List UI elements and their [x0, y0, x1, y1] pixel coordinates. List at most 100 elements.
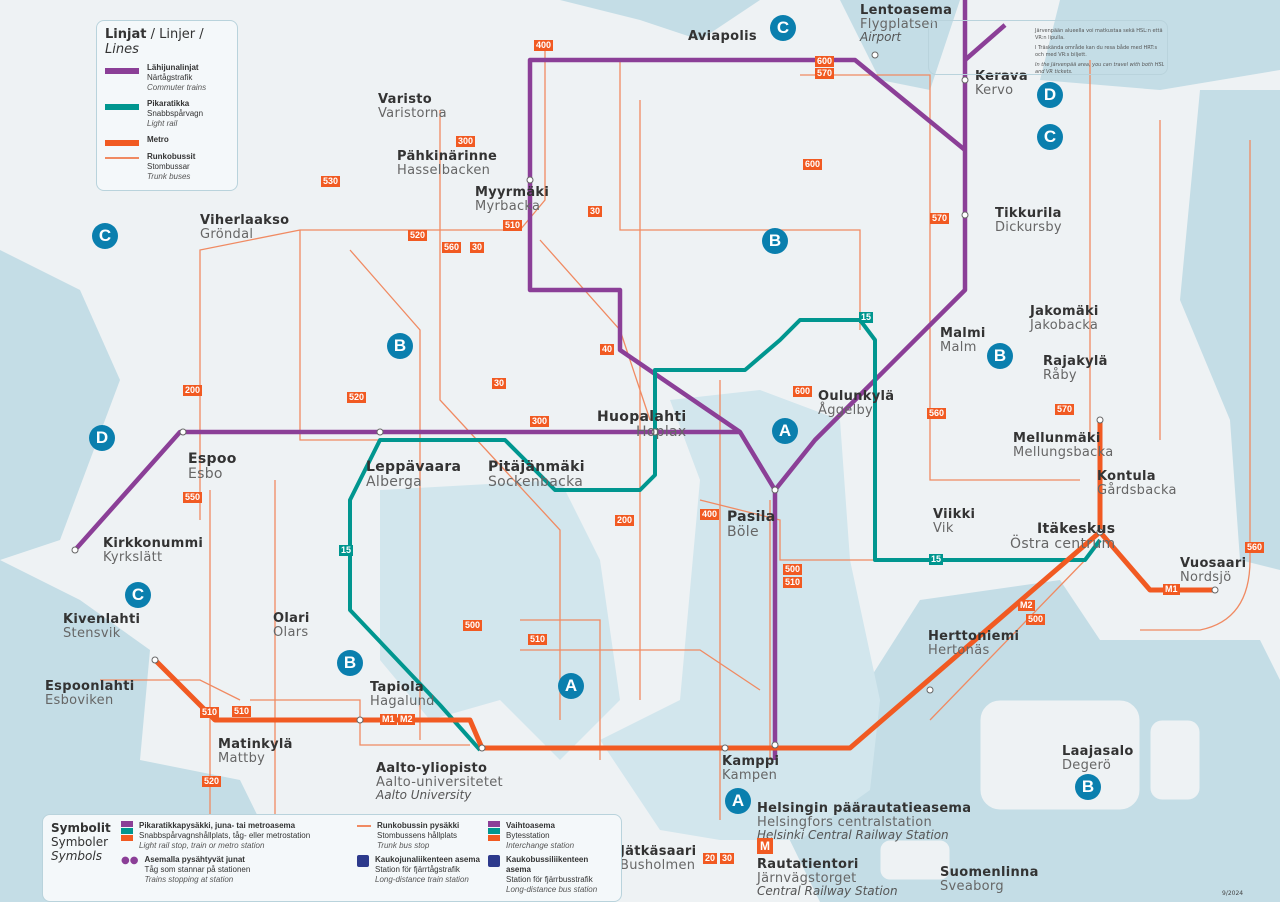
- route-tag[interactable]: 200: [615, 515, 635, 526]
- route-tag[interactable]: 570: [815, 68, 835, 79]
- route-tag[interactable]: 600: [803, 159, 823, 170]
- route-tag[interactable]: 600: [815, 56, 835, 67]
- route-tag[interactable]: 30: [492, 378, 507, 389]
- route-tag[interactable]: 500: [1026, 614, 1046, 625]
- route-tag[interactable]: 300: [530, 416, 550, 427]
- name-sv: Aalto-universitetet: [376, 774, 503, 790]
- ring-rail-line: [527, 57, 967, 434]
- name-fi: Pähkinärinne: [397, 149, 498, 164]
- route-tag[interactable]: 550: [183, 492, 203, 503]
- legend-metro: Metro: [105, 135, 229, 146]
- route-tag[interactable]: 40: [600, 344, 615, 355]
- light-rail-line-tag[interactable]: 15: [339, 545, 354, 556]
- metro-line-tag[interactable]: M1: [1163, 584, 1180, 595]
- route-tag[interactable]: 300: [456, 136, 476, 147]
- name-fi: Tikkurila: [995, 206, 1062, 221]
- route-tag[interactable]: 200: [183, 385, 203, 396]
- label-sv: Tåg som stannar på stationen: [144, 865, 251, 874]
- route-tag[interactable]: 600: [793, 386, 813, 397]
- label-fi: Asemalla pysähtyvät junat: [144, 855, 245, 864]
- route-tag[interactable]: 30: [588, 206, 603, 217]
- route-tag[interactable]: 560: [927, 408, 947, 419]
- long-distance-train-icon: [357, 855, 369, 867]
- name-sv: Nordsjö: [1180, 569, 1232, 585]
- metro-line-tag[interactable]: M2: [398, 714, 415, 725]
- route-tag[interactable]: 520: [347, 392, 367, 403]
- station-dots: [71, 51, 1219, 752]
- route-tag[interactable]: 560: [442, 242, 462, 253]
- route-tag[interactable]: 560: [1245, 542, 1265, 553]
- route-tag[interactable]: 570: [930, 213, 950, 224]
- route-tag[interactable]: 510: [200, 707, 220, 718]
- route-tag[interactable]: 30: [470, 242, 485, 253]
- name-sv: Sockenbacka: [488, 473, 584, 490]
- name-fi: Malmi: [940, 326, 986, 341]
- route-tag[interactable]: 400: [700, 509, 720, 520]
- route-tag[interactable]: 400: [534, 40, 554, 51]
- metro-line-tag[interactable]: M2: [1018, 600, 1035, 611]
- label-en: Long-distance train station: [375, 875, 469, 884]
- route-tag[interactable]: 520: [202, 776, 222, 787]
- route-tag[interactable]: 510: [232, 706, 252, 717]
- name-fi: Viherlaakso: [200, 213, 290, 228]
- route-tag[interactable]: 510: [503, 220, 523, 231]
- light-rail-line-tag[interactable]: 15: [929, 554, 944, 565]
- name-fi: Huopalahti: [597, 409, 687, 425]
- route-tag[interactable]: 500: [463, 620, 483, 631]
- label-sv: Station för fjärrbusstrafik: [506, 875, 593, 884]
- route-tag[interactable]: 530: [321, 176, 341, 187]
- name-sv: Malm: [940, 339, 977, 355]
- light-rail-line-tag[interactable]: 15: [859, 312, 874, 323]
- date-label: 9/2024: [1222, 890, 1244, 897]
- station-aviapolis[interactable]: Aviapolis: [688, 30, 757, 44]
- route-tag[interactable]: 20: [703, 853, 718, 864]
- label-en: Trunk buses: [147, 172, 191, 181]
- zone-c-marker: C: [1037, 124, 1063, 150]
- zone-b-marker: B: [762, 228, 788, 254]
- label-sv: Snabbspårvagnshållplats, tåg- eller metr…: [139, 831, 311, 840]
- route-tag[interactable]: 510: [783, 577, 803, 588]
- route-tag[interactable]: 500: [783, 564, 803, 575]
- name-fi: Herttoniemi: [928, 629, 1020, 644]
- metro-line-tag[interactable]: M1: [380, 714, 397, 725]
- route-tag[interactable]: 570: [1055, 404, 1075, 415]
- route-tag[interactable]: 510: [528, 634, 548, 645]
- route-tag[interactable]: 30: [720, 853, 735, 864]
- label-fi: Runkobussin pysäkki: [377, 821, 460, 830]
- route-tag[interactable]: 520: [408, 230, 428, 241]
- name-sv: Böle: [727, 523, 759, 540]
- label-sv: Snabbspårvagn: [147, 109, 204, 118]
